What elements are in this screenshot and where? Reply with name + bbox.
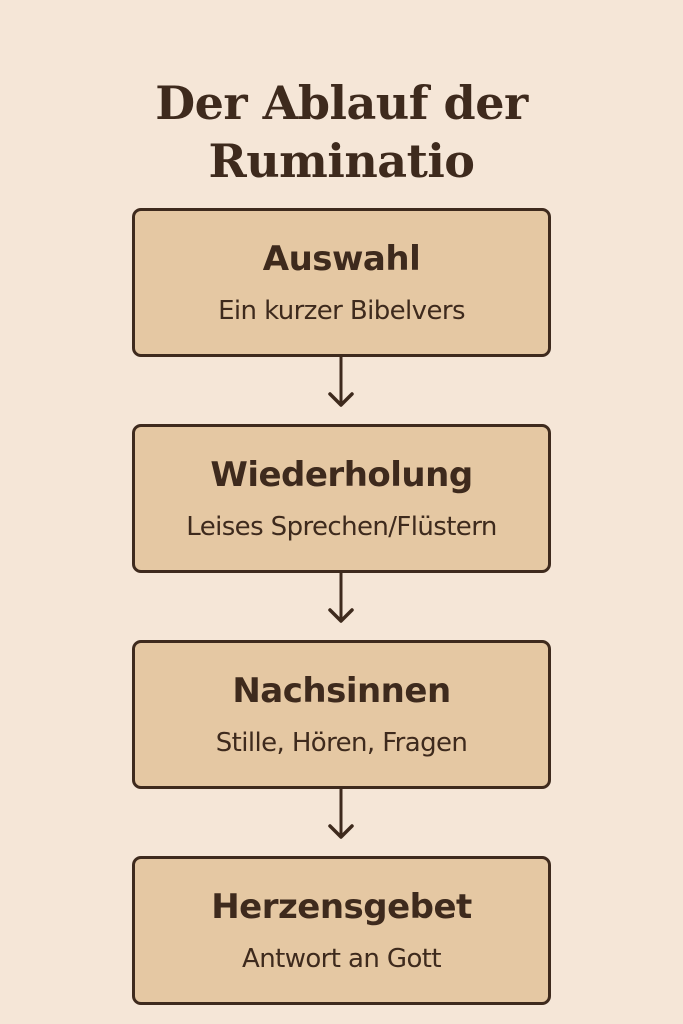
- arrow-down-icon: [328, 789, 354, 839]
- step-title: Auswahl: [262, 239, 421, 279]
- step-subtitle: Ein kurzer Bibelvers: [218, 296, 465, 326]
- arrow-down-icon: [328, 357, 354, 407]
- step-title: Wiederholung: [210, 455, 473, 495]
- step-title: Nachsinnen: [232, 671, 451, 711]
- flow-step-wiederholung: Wiederholung Leises Sprechen/Flüstern: [132, 424, 551, 573]
- diagram-title: Der Ablauf der Ruminatio: [0, 74, 683, 190]
- flow-step-nachsinnen: Nachsinnen Stille, Hören, Fragen: [132, 640, 551, 789]
- flow-step-herzensgebet: Herzensgebet Antwort an Gott: [132, 856, 551, 1005]
- step-title: Herzensgebet: [211, 887, 472, 927]
- title-line-1: Der Ablauf der: [155, 76, 528, 130]
- step-subtitle: Leises Sprechen/Flüstern: [186, 512, 497, 542]
- flow-step-auswahl: Auswahl Ein kurzer Bibelvers: [132, 208, 551, 357]
- step-subtitle: Antwort an Gott: [242, 944, 442, 974]
- step-subtitle: Stille, Hören, Fragen: [215, 728, 468, 758]
- arrow-down-icon: [328, 573, 354, 623]
- title-line-2: Ruminatio: [208, 134, 475, 188]
